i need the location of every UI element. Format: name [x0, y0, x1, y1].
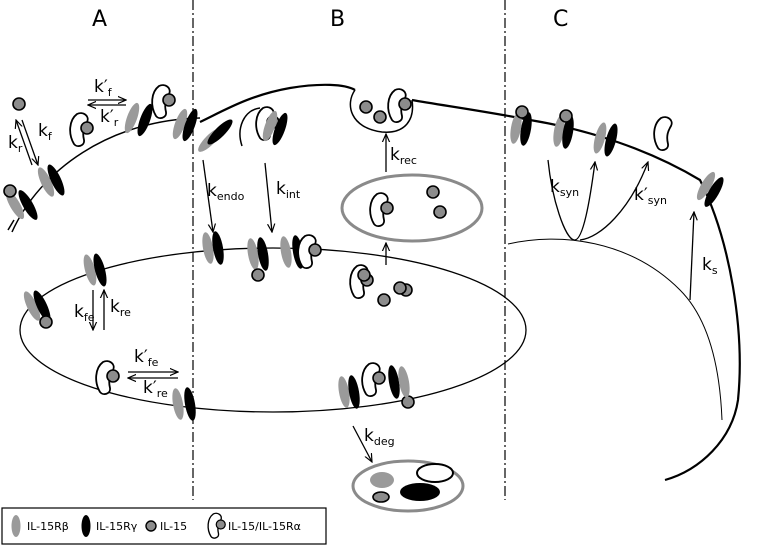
svg-text:kdeg: kdeg: [364, 426, 395, 448]
gamma-subunit-icon: [81, 515, 91, 537]
lysosome: [351, 459, 465, 513]
svg-text:k′r: k′r: [100, 107, 119, 129]
svg-text:kre: kre: [110, 297, 131, 319]
surface-receptor-pair-a1: [34, 162, 68, 199]
rate-ks-main: k: [702, 255, 712, 275]
rate-kendo-main: k: [207, 181, 217, 201]
svg-text:kf: kf: [38, 121, 53, 143]
rate-kpr-main: k′: [100, 107, 114, 127]
pit-complex-b2: [359, 89, 411, 124]
rate-kpf-sub: f: [108, 86, 113, 99]
rate-kf-sub: f: [48, 130, 53, 143]
surface-complex-a: [70, 113, 93, 146]
rate-kdeg-sub: deg: [374, 435, 395, 448]
er-membrane: [507, 238, 723, 421]
rate-kdeg-main: k: [364, 426, 374, 446]
rate-krec-main: k: [390, 145, 400, 165]
legend-label-complex: IL-15/IL-15Rα: [228, 520, 301, 533]
legend-label-gamma: IL-15Rγ: [96, 520, 138, 533]
pit-complex-b1: [195, 107, 291, 155]
surface-free-ligand-a: [12, 97, 26, 111]
rate-kint-sub: int: [286, 188, 301, 201]
endosome-receptor-pair-a: [81, 252, 110, 288]
legend-label-il15: IL-15: [160, 520, 187, 533]
svg-text:ksyn: ksyn: [550, 177, 579, 199]
degraded-fragments: [370, 463, 454, 503]
rate-ksyn-sub: syn: [560, 186, 579, 199]
endosome-bottom-complexes-b: [336, 363, 415, 410]
endosome-receptors-b: [200, 230, 413, 307]
svg-text:k′syn: k′syn: [634, 185, 667, 207]
svg-text:kr: kr: [8, 133, 23, 155]
panel-label-b: B: [330, 7, 345, 32]
plasma-membrane-c: [411, 98, 741, 482]
rate-kpsyn-sub: syn: [648, 194, 667, 207]
recycling-vesicle-contents: [370, 185, 447, 226]
surface-full-complex-a: [121, 85, 201, 143]
rate-kpf-main: k′: [94, 77, 108, 97]
svg-text:krec: krec: [390, 145, 417, 167]
panel-label-c: C: [553, 7, 568, 32]
il15-ligand-icon: [145, 520, 157, 532]
rate-ksyn-main: k: [550, 177, 560, 197]
svg-text:ks: ks: [702, 255, 718, 277]
rate-kpfe-main: k′: [134, 347, 148, 367]
rate-kpsyn-main: k′: [634, 185, 648, 205]
svg-text:k′f: k′f: [94, 77, 113, 99]
rate-kint-main: k: [276, 179, 286, 199]
plasma-membrane-a: [11, 117, 201, 233]
rate-kendo-sub: endo: [217, 190, 245, 203]
beta-subunit-icon: [11, 515, 21, 537]
rate-kpr-sub: r: [114, 116, 119, 129]
svg-text:k′re: k′re: [143, 378, 168, 400]
legend: IL-15Rβ IL-15Rγ IL-15 IL-15/IL-15Rα: [1, 507, 327, 545]
endocytic-pit-right: [349, 89, 414, 133]
endocytic-pit-left: [239, 107, 261, 147]
sorting-endosome: [19, 247, 527, 413]
surface-ligand-receptor-a2: [2, 184, 41, 223]
rate-kfe-sub: fe: [84, 311, 95, 324]
endosome-complex-a: [96, 361, 119, 394]
legend-label-beta: IL-15Rβ: [27, 520, 69, 533]
panel-label-a: A: [92, 7, 107, 32]
svg-text:k′fe: k′fe: [134, 347, 159, 369]
rate-kre-sub: re: [120, 306, 131, 319]
endosome-receptor-pair-a2: [170, 386, 198, 422]
rate-krec-sub: rec: [400, 154, 417, 167]
recycling-vesicle: [340, 173, 484, 243]
svg-text:kfe: kfe: [74, 302, 95, 324]
rate-kf-main: k: [38, 121, 48, 141]
rate-ks-sub: s: [712, 264, 718, 277]
rate-kpre-main: k′: [143, 378, 157, 398]
legend-box: [1, 507, 327, 545]
rate-kpre-sub: re: [157, 387, 168, 400]
rate-kfe-main: k: [74, 302, 84, 322]
rate-kpfe-sub: fe: [148, 356, 159, 369]
svg-text:kendo: kendo: [207, 181, 245, 203]
rate-kre-main: k: [110, 297, 120, 317]
endosome-ligand-receptor-a: [20, 288, 54, 329]
rate-kr-sub: r: [18, 142, 23, 155]
svg-text:kint: kint: [276, 179, 301, 201]
rate-kr-main: k: [8, 133, 18, 153]
plasma-membrane-b: [199, 83, 356, 123]
